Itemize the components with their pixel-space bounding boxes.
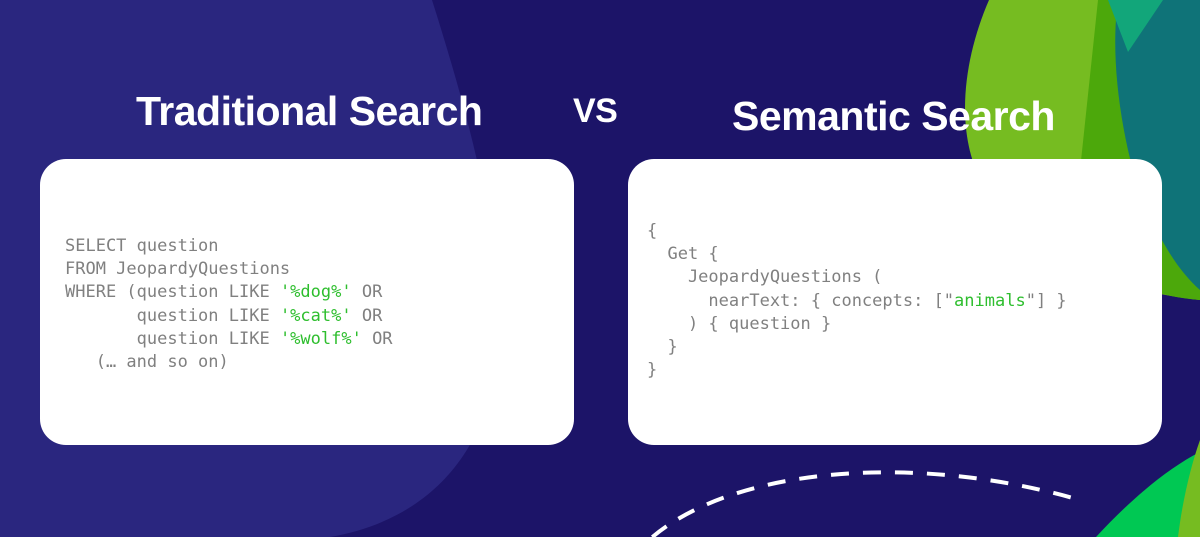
code-token: } xyxy=(647,360,658,381)
code-token: question LIKE xyxy=(65,328,280,349)
code-block-graphql: { Get { JeopardyQuestions ( nearText: { … xyxy=(647,220,1067,382)
code-token: OR xyxy=(351,305,383,326)
code-token: OR xyxy=(351,282,383,303)
teal-wedge xyxy=(1115,0,1200,290)
code-token: { xyxy=(647,221,658,241)
code-token: WHERE (question LIKE xyxy=(65,282,280,303)
teal-bright-triangle xyxy=(1108,0,1163,52)
code-token: JeopardyQuestions ( xyxy=(647,267,883,288)
code-token: OR xyxy=(361,328,393,349)
code-token: ) { question } xyxy=(647,313,832,334)
code-token: } xyxy=(647,337,678,358)
green-sliver-bottom-right xyxy=(1178,440,1200,537)
code-block-sql: SELECT question FROM JeopardyQuestions W… xyxy=(65,235,393,374)
code-string-literal: '%dog%' xyxy=(279,282,352,303)
code-token: Get { xyxy=(647,244,719,265)
code-string-literal: '%cat%' xyxy=(279,305,352,326)
card-traditional-search: SELECT question FROM JeopardyQuestions W… xyxy=(40,159,574,445)
code-token: SELECT question xyxy=(65,236,219,256)
dashed-arc xyxy=(649,470,1081,537)
green-shape-bottom-right xyxy=(1096,452,1200,537)
code-token: (… and so on) xyxy=(65,352,229,373)
code-token: FROM JeopardyQuestions xyxy=(65,259,291,280)
code-token: nearText: { concepts: [" xyxy=(647,290,955,311)
card-semantic-search: { Get { JeopardyQuestions ( nearText: { … xyxy=(628,159,1162,445)
code-token: question LIKE xyxy=(65,305,280,326)
code-string-literal: animals xyxy=(954,290,1026,311)
code-string-literal: '%wolf%' xyxy=(279,328,362,349)
code-token: "] } xyxy=(1025,290,1067,311)
